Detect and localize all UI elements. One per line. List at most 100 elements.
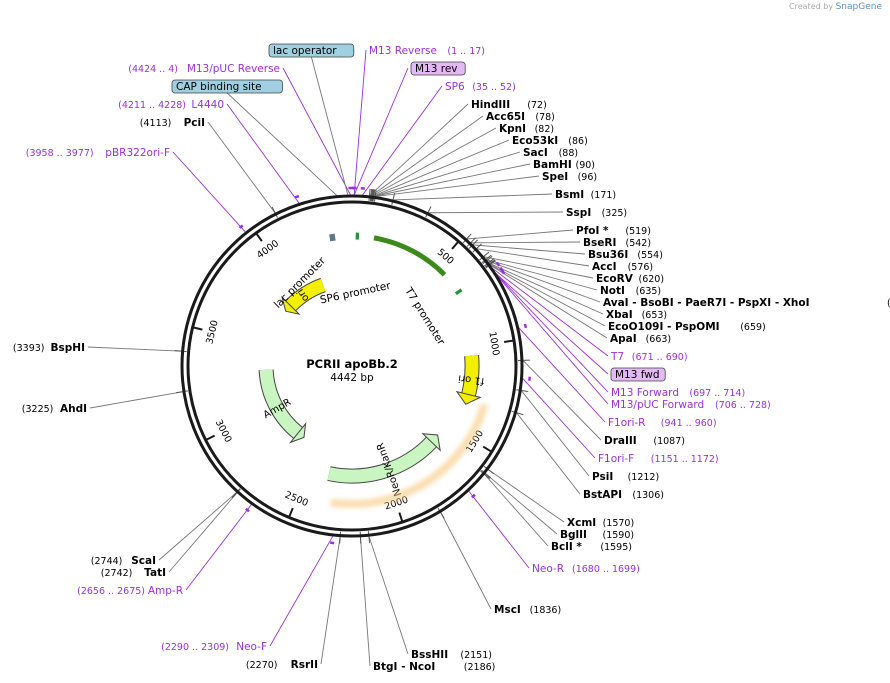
ori-arrowhead [281, 295, 301, 316]
enzyme-acci[interactable]: AccI(576) [592, 261, 653, 273]
label-name: Acc65I [486, 111, 525, 123]
label-position: (1680 .. 1699) [572, 564, 640, 575]
label-position: (35 .. 52) [472, 82, 516, 93]
label-position: (3958 .. 3977) [26, 148, 94, 159]
label-name: DraIII [604, 435, 637, 447]
label-position: (1595) [600, 542, 632, 553]
enzyme-rsrii[interactable]: RsrII(2270) [246, 659, 318, 671]
label-position: (635) [636, 286, 662, 297]
enzyme-ecoo109i-pspomi[interactable]: EcoO109I - PspOMI(659) [608, 321, 766, 333]
enzyme-pcii[interactable]: PciI(4113) [140, 117, 205, 129]
label-position: (706 .. 728) [715, 400, 771, 411]
t7-promoter-arrow[interactable] [454, 288, 463, 296]
primer-amp-r[interactable]: Amp-R(2656 .. 2675) [77, 585, 183, 597]
enzyme-apai[interactable]: ApaI(663) [610, 333, 671, 345]
enzyme-xcmi[interactable]: XcmI(1570) [567, 517, 634, 529]
leader-line [158, 491, 238, 561]
enzyme-bsphi[interactable]: BspHI(3393) [13, 342, 85, 354]
leader-line [466, 229, 574, 240]
enzyme-bcli[interactable]: BclI *(1595) [551, 541, 632, 553]
enzyme-acc65i[interactable]: Acc65I(78) [486, 111, 555, 123]
primer-t7[interactable]: T7(671 .. 690) [610, 351, 688, 363]
leader-line [427, 211, 564, 214]
enzyme-bsshii[interactable]: BssHII(2151) [411, 649, 492, 661]
backbone-ring [180, 194, 524, 538]
leader-line [369, 103, 469, 197]
enzyme-bamhi[interactable]: BamHI(90) [533, 159, 595, 171]
primer-f1ori-f[interactable]: F1ori-F(1151 .. 1172) [598, 453, 719, 465]
leader-line [360, 536, 371, 667]
enzyme-btgi-ncoi[interactable]: BtgI - NcoI(2186) [373, 661, 495, 673]
enzyme-draiii[interactable]: DraIII(1087) [604, 435, 685, 447]
primer-m13-fwd[interactable]: M13 fwd [610, 367, 666, 382]
primer-m13-reverse[interactable]: M13 Reverse(1 .. 17) [369, 45, 485, 57]
enzyme-pfoi[interactable]: PfoI *(519) [576, 225, 651, 237]
site-box [268, 43, 355, 58]
site-mark [479, 251, 490, 261]
primer-m13-puc-forward[interactable]: M13/pUC Forward(706 .. 728) [611, 399, 771, 411]
leader-line [488, 262, 604, 315]
primer-pbr322ori-f[interactable]: pBR322ori-F(3958 .. 3977) [26, 147, 170, 159]
enzyme-scai[interactable]: ScaI(2744) [91, 555, 156, 567]
enzyme-spei[interactable]: SpeI(96) [542, 171, 597, 183]
site-cap-binding-site[interactable]: CAP binding site [171, 79, 283, 94]
label-position: (941 .. 960) [661, 418, 717, 429]
enzyme-xbai[interactable]: XbaI(653) [606, 309, 667, 321]
primer-m13-forward[interactable]: M13 Forward(697 .. 714) [611, 387, 745, 399]
leader-line [368, 536, 409, 655]
enzyme-tati[interactable]: TatI(2742) [101, 567, 166, 579]
primer-neo-f[interactable]: Neo-F(2290 .. 2309) [161, 641, 267, 653]
label-name: BtgI - NcoI [373, 661, 435, 673]
primer-m13-puc-reverse[interactable]: M13/pUC Reverse(4424 .. 4) [128, 63, 280, 75]
enzyme-bglii[interactable]: BglII(1590) [560, 529, 634, 541]
lac-promoter-arrow[interactable] [329, 233, 336, 242]
ori-arrow[interactable] [285, 278, 326, 311]
primer-f1ori-r[interactable]: F1ori-R (941 .. 960) [608, 417, 717, 429]
f1-ori-arrow[interactable] [462, 355, 479, 397]
enzyme-bstapi[interactable]: BstAPI(1306) [583, 489, 664, 501]
enzyme-kpni[interactable]: KpnI(82) [499, 123, 554, 135]
neo-highlight [330, 403, 489, 509]
enzyme-avai-bsobi-paer7i-pspxi-xhoi[interactable]: AvaI - BsoBI - PaeR7I - PspXI - XhoI(641… [603, 297, 890, 309]
primer-sp6[interactable]: SP6(35 .. 52) [445, 81, 516, 93]
enzyme-eco53ki[interactable]: Eco53kI(86) [512, 135, 588, 147]
enzyme-bseri[interactable]: BseRI(542) [583, 237, 651, 249]
ampr-arrow[interactable] [259, 369, 303, 439]
enzyme-ecorv[interactable]: EcoRV(620) [596, 273, 664, 285]
enzyme-bsmi[interactable]: BsmI(171) [555, 189, 616, 201]
neor-kanr-arrow[interactable] [327, 437, 437, 483]
label-name: SspI [566, 207, 591, 219]
label-position: (641) [887, 298, 890, 309]
enzyme-ahdi[interactable]: AhdI(3225) [22, 403, 87, 415]
enzyme-hindiii[interactable]: HindIII(72) [471, 99, 547, 111]
enzyme-psii[interactable]: PsiI(1212) [592, 471, 659, 483]
leader-line [496, 275, 609, 405]
site-mark [174, 350, 187, 353]
enzyme-saci[interactable]: SacI(88) [523, 147, 578, 159]
label-name: BglII [560, 529, 587, 541]
leader-line [522, 377, 596, 459]
insert-arrow[interactable] [373, 235, 447, 277]
site-mark [516, 389, 529, 392]
primer-m13-rev[interactable]: M13 rev [410, 61, 466, 76]
enzyme-msci[interactable]: MscI(1836) [494, 604, 561, 616]
site-mark [485, 260, 496, 269]
tick-mark [193, 326, 203, 331]
site-mark [482, 255, 493, 265]
leader-line [362, 85, 443, 196]
label-name: XbaI [606, 309, 633, 321]
enzyme-bsu36i[interactable]: Bsu36I(554) [588, 249, 663, 261]
label-name: Eco53kI [512, 135, 558, 147]
label-position: (90) [576, 160, 596, 171]
label-name: M13 Forward [611, 387, 679, 399]
enzyme-noti[interactable]: NotI (635) [600, 285, 661, 297]
primer-neo-r[interactable]: Neo-R(1680 .. 1699) [532, 563, 640, 575]
site-lac-operator[interactable]: lac operator [268, 43, 355, 58]
primer-l4440[interactable]: L4440(4211 .. 4228) [118, 99, 224, 111]
label-name: NotI [600, 285, 625, 297]
site-mark [339, 531, 342, 544]
label-name: F1ori-R [608, 417, 645, 429]
label-name: F1ori-F [598, 453, 634, 465]
enzyme-sspi[interactable]: SspI(325) [566, 207, 627, 219]
